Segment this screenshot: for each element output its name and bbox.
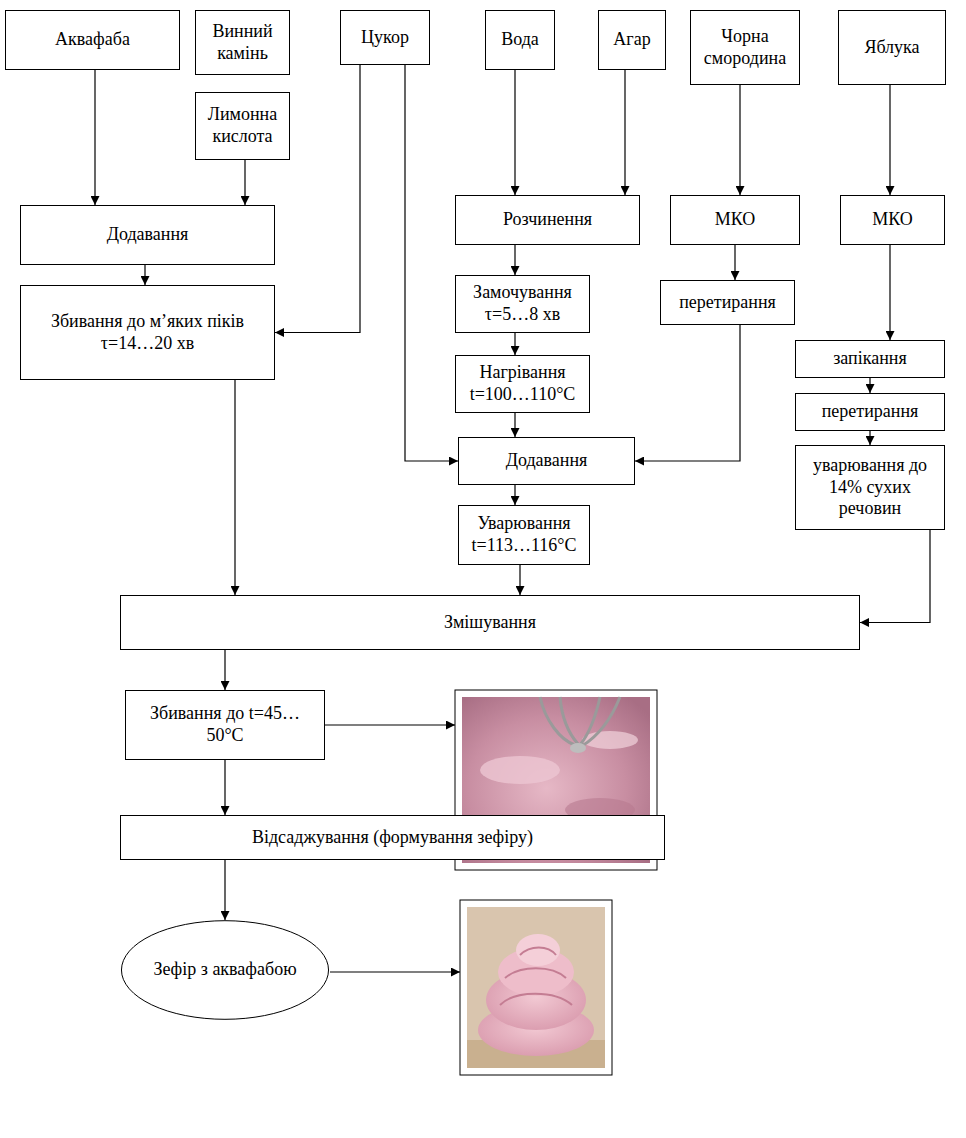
process-box: Уварювання t=113…116°C: [458, 505, 590, 565]
node-text: Чорна смородина: [697, 26, 793, 69]
node-text: Збивання до м’яких піків τ=14…20 хв: [27, 311, 268, 354]
flow-arrow: [514, 245, 515, 275]
node-text: Вода: [501, 29, 539, 51]
process-box: МКО: [840, 195, 945, 245]
flow-arrow: [514, 333, 515, 355]
flow-arrow: [514, 413, 515, 437]
node-text: Уварювання t=113…116°C: [465, 513, 583, 556]
process-box: Додавання: [458, 437, 635, 485]
node-text: перетирання: [679, 292, 776, 314]
process-box: МКО: [670, 195, 800, 245]
flow-arrow: [869, 378, 870, 393]
node-text: Додавання: [107, 224, 189, 246]
process-box: Винний камінь: [195, 10, 290, 75]
flow-arrow: [244, 160, 245, 205]
node-text: Агар: [613, 29, 650, 51]
flow-arrow: [869, 431, 870, 445]
flow-arrow: [224, 860, 225, 920]
node-text: перетирання: [822, 401, 919, 423]
flow-arrow: [144, 265, 145, 285]
node-text: МКО: [715, 209, 756, 231]
node-text: Збивання до t=45…50°C: [132, 703, 318, 746]
process-box: Збивання до м’яких піків τ=14…20 хв: [20, 285, 275, 380]
process-box: Чорна смородина: [690, 10, 800, 85]
node-text: Додавання: [506, 450, 588, 472]
node-text: Відсаджування (формування зефіру): [252, 827, 533, 849]
terminal-ellipse: Зефір з аквафабою: [120, 920, 330, 1020]
flow-arrow: [224, 760, 225, 815]
flow-arrow: [234, 380, 235, 595]
node-text: Лимонна кислота: [202, 104, 283, 147]
process-box: Змішування: [120, 595, 860, 650]
process-box: Агар: [598, 10, 666, 70]
node-text: Винний камінь: [202, 21, 283, 64]
node-text: Нагрівання t=100…110°C: [462, 362, 583, 405]
node-text: уварювання до 14% сухих речовин: [802, 455, 938, 520]
leader-arrow: [325, 724, 455, 725]
process-box: Цукор: [340, 10, 430, 65]
flow-arrow: [514, 70, 515, 195]
node-text: Замочування τ=5…8 хв: [462, 282, 583, 325]
node-text: запікання: [833, 348, 907, 370]
process-box: запікання: [795, 340, 945, 378]
process-box: Збивання до t=45…50°C: [125, 690, 325, 760]
process-box: Відсаджування (формування зефіру): [120, 815, 665, 860]
process-box: Аквафаба: [5, 10, 180, 70]
process-box: перетирання: [795, 393, 945, 431]
flow-arrow: [624, 70, 625, 195]
flow-arrow: [739, 85, 740, 195]
node-text: Розчинення: [503, 209, 592, 231]
process-box: Замочування τ=5…8 хв: [455, 275, 590, 333]
process-box: Яблука: [838, 10, 946, 85]
process-box: уварювання до 14% сухих речовин: [795, 445, 945, 530]
flow-arrow: [889, 245, 890, 340]
node-text: Змішування: [444, 612, 536, 634]
flow-arrow: [734, 245, 735, 280]
node-text: Яблука: [864, 37, 919, 59]
flow-arrow: [224, 650, 225, 690]
flow-arrow: [405, 65, 458, 461]
process-box: Вода: [485, 10, 555, 70]
photo-zephyr: [460, 900, 612, 1075]
flow-arrow: [860, 530, 930, 623]
node-text: Аквафаба: [55, 29, 130, 51]
flow-arrow: [635, 325, 740, 461]
leader-arrow: [330, 971, 460, 972]
process-box: Лимонна кислота: [195, 92, 290, 160]
node-text: Зефір з аквафабою: [153, 959, 296, 981]
flow-arrow: [889, 85, 890, 195]
node-text: Цукор: [361, 27, 409, 49]
process-box: Додавання: [20, 205, 275, 265]
process-box: перетирання: [660, 280, 795, 325]
flow-arrow: [94, 70, 95, 205]
process-box: Нагрівання t=100…110°C: [455, 355, 590, 413]
process-box: Розчинення: [455, 195, 640, 245]
node-text: МКО: [872, 209, 913, 231]
flow-arrow: [514, 485, 515, 505]
flow-arrow: [519, 565, 520, 595]
